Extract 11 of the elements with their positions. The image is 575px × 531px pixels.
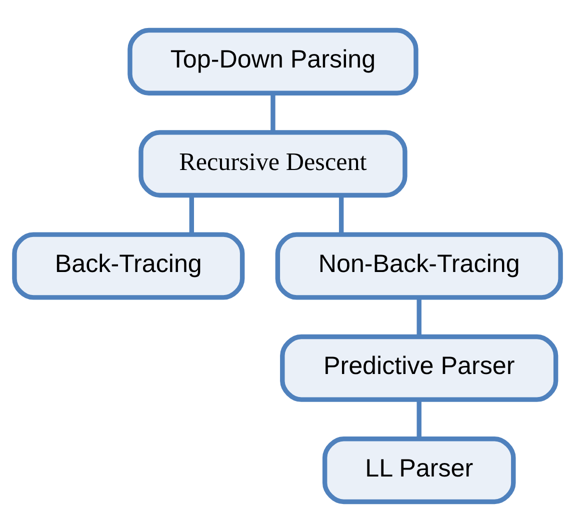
connector: [338, 195, 344, 234]
node-box: Back-Tracing: [12, 232, 245, 300]
node-box: Top-Down Parsing: [128, 27, 418, 95]
node-box: Non-Back-Tracing: [275, 232, 563, 300]
node-box: Recursive Descent: [138, 130, 408, 198]
node-box: LL Parser: [322, 436, 516, 504]
node-box: Predictive Parser: [280, 334, 558, 402]
connector: [189, 195, 194, 234]
connector: [416, 297, 422, 336]
connector: [270, 92, 276, 132]
connector: [416, 399, 422, 438]
